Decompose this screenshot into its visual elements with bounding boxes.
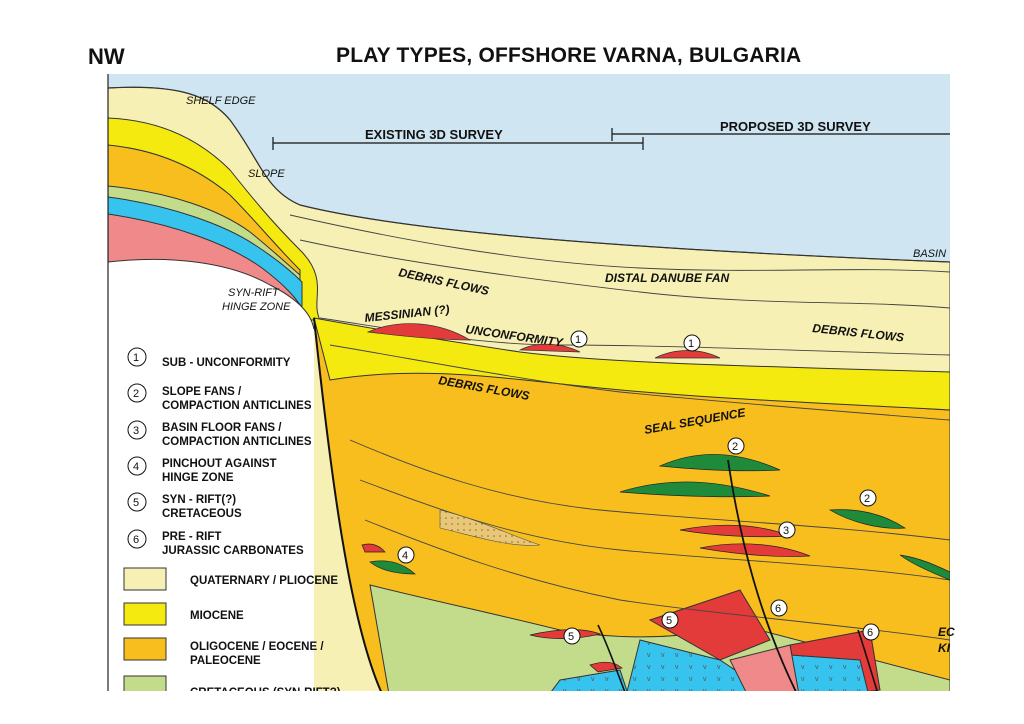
svg-text:1: 1	[133, 352, 139, 364]
hinge-zone-label: HINGE ZONE	[222, 301, 291, 313]
distal-danube-fan-label: DISTAL DANUBE FAN	[605, 271, 730, 285]
svg-text:BASIN FLOOR FANS /: BASIN FLOOR FANS /	[162, 422, 282, 434]
svg-text:4: 4	[402, 550, 408, 562]
eocene-partial-label: EC	[938, 625, 955, 639]
svg-text:CRETACEOUS: CRETACEOUS	[162, 508, 242, 520]
syn-rift-label: SYN-RIFT	[228, 287, 280, 299]
svg-text:5: 5	[666, 615, 672, 627]
svg-text:6: 6	[867, 627, 873, 639]
play-marker: 2	[860, 490, 876, 506]
svg-text:5: 5	[568, 631, 574, 643]
proposed-survey-label: PROPOSED 3D SURVEY	[720, 119, 871, 134]
svg-text:PRE - RIFT: PRE - RIFT	[162, 531, 221, 543]
play-marker: 1	[684, 335, 700, 351]
jurassic-block-3	[790, 655, 870, 700]
svg-text:2: 2	[864, 493, 870, 505]
basin-label: BASIN	[913, 248, 946, 260]
svg-text:MIOCENE: MIOCENE	[190, 610, 244, 622]
svg-text:HINGE ZONE: HINGE ZONE	[162, 472, 234, 484]
svg-text:SLOPE FANS /: SLOPE FANS /	[162, 386, 242, 398]
svg-text:1: 1	[575, 334, 581, 346]
svg-text:2: 2	[732, 441, 738, 453]
play-marker: 5	[662, 612, 678, 628]
kimmeridgian-partial-label: KI	[938, 641, 951, 655]
existing-survey-label: EXISTING 3D SURVEY	[365, 127, 503, 142]
svg-text:PINCHOUT AGAINST: PINCHOUT AGAINST	[162, 458, 277, 470]
svg-text:OLIGOCENE / EOCENE /: OLIGOCENE / EOCENE /	[190, 641, 324, 653]
svg-text:CRETACEOUS (SYN-RIFT?): CRETACEOUS (SYN-RIFT?)	[190, 687, 341, 699]
svg-text:PALEOCENE: PALEOCENE	[190, 655, 261, 667]
svg-text:SUB - UNCONFORMITY: SUB - UNCONFORMITY	[162, 357, 291, 369]
slope-label: SLOPE	[248, 168, 285, 180]
svg-text:3: 3	[133, 425, 139, 437]
svg-text:6: 6	[775, 603, 781, 615]
svg-text:1: 1	[688, 338, 694, 350]
play-marker: 1	[571, 331, 587, 347]
svg-text:3: 3	[783, 525, 789, 537]
svg-text:5: 5	[133, 497, 139, 509]
play-marker: 3	[779, 522, 795, 538]
play-marker: 5	[564, 628, 580, 644]
play-marker: 4	[398, 547, 414, 563]
svg-text:4: 4	[133, 461, 139, 473]
svg-text:2: 2	[133, 388, 139, 400]
svg-text:QUATERNARY / PLIOCENE: QUATERNARY / PLIOCENE	[190, 575, 338, 587]
svg-text:COMPACTION ANTICLINES: COMPACTION ANTICLINES	[162, 436, 312, 448]
svg-text:6: 6	[133, 534, 139, 546]
shelf-edge-label: SHELF EDGE	[186, 95, 256, 107]
svg-text:COMPACTION ANTICLINES: COMPACTION ANTICLINES	[162, 400, 312, 412]
play-marker: 6	[771, 600, 787, 616]
svg-text:JURASSIC CARBONATES: JURASSIC CARBONATES	[162, 545, 304, 557]
play-marker: 6	[863, 624, 879, 640]
play-marker: 2	[728, 438, 744, 454]
svg-text:SYN - RIFT(?): SYN - RIFT(?)	[162, 494, 236, 506]
